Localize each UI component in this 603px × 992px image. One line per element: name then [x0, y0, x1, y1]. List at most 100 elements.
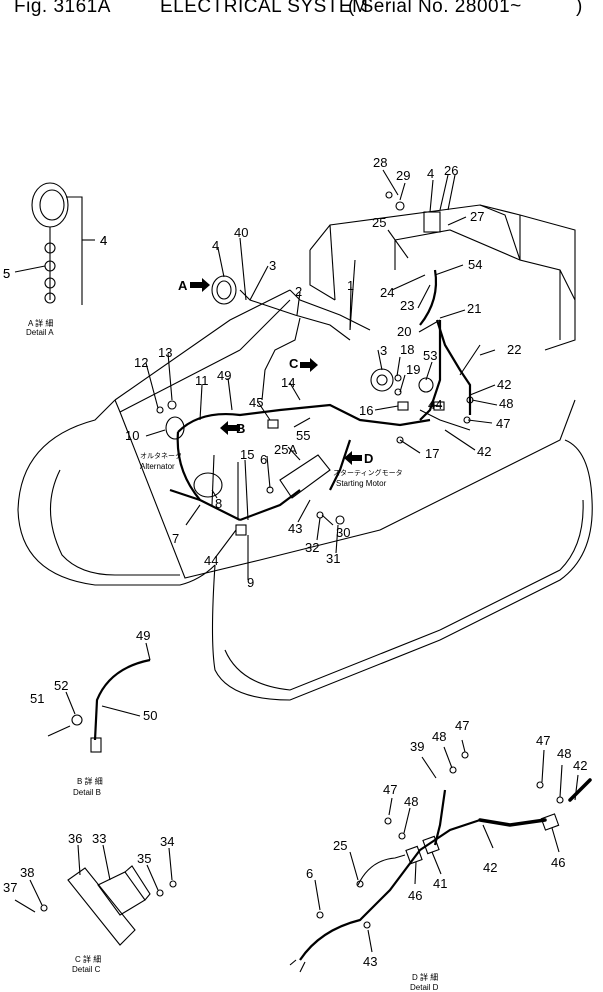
callout: 6 — [306, 866, 313, 881]
callout: 2 — [295, 284, 302, 299]
callout: 22 — [507, 342, 521, 357]
view-arrow-c-icon — [300, 358, 318, 372]
callout: 55 — [296, 428, 310, 443]
starting-motor-label-jp: スターティングモータ — [333, 468, 403, 477]
callout: 43 — [363, 954, 377, 969]
bracket-icon — [67, 867, 136, 946]
figure-number: Fig. 3161A — [14, 0, 111, 17]
view-arrow-c-label: C — [289, 356, 299, 371]
harness-d-right-icon — [478, 818, 547, 827]
callout: 4 — [427, 166, 434, 181]
callout: 15 — [240, 447, 254, 462]
callout: 14 — [281, 375, 295, 390]
view-arrow-b-label: B — [236, 421, 245, 436]
callout: 1 — [347, 278, 354, 293]
detail-d: 47 48 39 47 48 42 47 48 25 6 46 41 42 46… — [289, 718, 592, 992]
callout: 52 — [54, 678, 68, 693]
detail-b-title-en: Detail B — [73, 788, 101, 797]
callout: 43 — [288, 521, 302, 536]
callout: 46 — [551, 855, 565, 870]
detail-c-title-en: Detail C — [72, 965, 101, 974]
callout: 47 — [455, 718, 469, 733]
callout: 19 — [406, 362, 420, 377]
detail-c-title-jp: C 詳 細 — [75, 954, 101, 964]
callout: 44 — [204, 553, 218, 568]
callout: 51 — [30, 691, 44, 706]
callout: 41 — [433, 876, 447, 891]
component-labels: オルタネータ Alternator スターティングモータ Starting Mo… — [140, 451, 403, 488]
machine-outline — [17, 204, 593, 701]
leader-lines-main — [145, 169, 498, 580]
callout: 38 — [20, 865, 34, 880]
detail-d-title-en: Detail D — [410, 983, 439, 992]
alternator-label-jp: オルタネータ — [140, 451, 182, 460]
view-arrow-d-icon — [344, 451, 362, 465]
detail-a-title-en: Detail A — [26, 328, 54, 337]
horn-icon — [370, 368, 394, 392]
callout: 32 — [305, 540, 319, 555]
lamp-top-icon — [423, 211, 441, 233]
serial-number: ( Serial No. 28001~ — [348, 0, 522, 18]
callout: 48 — [499, 396, 513, 411]
work-lamp-icon — [211, 275, 237, 305]
callout: 25 — [333, 838, 347, 853]
callout: 33 — [92, 831, 106, 846]
wire-harness-main — [169, 259, 481, 522]
callout: 54 — [468, 257, 482, 272]
callout: 23 — [400, 298, 414, 313]
serial-close-paren: ) — [576, 0, 583, 17]
detail-a-title-jp: A 詳 細 — [28, 318, 53, 328]
view-arrows: A B C D — [178, 278, 373, 466]
view-arrow-a-icon — [190, 278, 210, 292]
detail-a: 4 5 A 詳 細 Detail A — [3, 182, 107, 337]
callout: 4 — [212, 238, 219, 253]
callout: 25 — [372, 215, 386, 230]
starting-motor-label-en: Starting Motor — [336, 479, 387, 488]
callout: 27 — [470, 209, 484, 224]
lamp-left-icon — [165, 416, 185, 440]
callout: 5 — [3, 266, 10, 281]
callout: 44 — [428, 397, 442, 412]
serial-text: Serial No. 28001~ — [360, 0, 522, 17]
callout: 21 — [467, 301, 481, 316]
callout: 42 — [573, 758, 587, 773]
callout: 28 — [373, 155, 387, 170]
callout: 48 — [404, 794, 418, 809]
figure-title: ELECTRICAL SYSTEM — [160, 0, 369, 17]
callout: 45 — [249, 395, 263, 410]
callout: 5 — [3, 266, 10, 281]
callout: 20 — [397, 324, 411, 339]
callout: 42 — [483, 860, 497, 875]
harness-d-icon — [299, 818, 481, 961]
callout: 29 — [396, 168, 410, 183]
view-arrow-b-icon — [220, 421, 240, 435]
callout: 42 — [497, 377, 511, 392]
callout: 48 — [557, 746, 571, 761]
callout: 8 — [215, 496, 222, 511]
callout: 48 — [432, 729, 446, 744]
callout: 47 — [536, 733, 550, 748]
view-arrow-a-label: A — [178, 278, 188, 293]
callout: 47 — [383, 782, 397, 797]
callout: 16 — [359, 403, 373, 418]
callout: 10 — [125, 428, 139, 443]
callout: 9 — [247, 575, 254, 590]
callout: 17 — [425, 446, 439, 461]
callout: 18 — [400, 342, 414, 357]
callout: 49 — [217, 368, 231, 383]
callout: 13 — [158, 345, 172, 360]
callout: 6 — [260, 452, 267, 467]
components-main — [156, 191, 474, 536]
callout: 35 — [137, 851, 151, 866]
callout: 34 — [160, 834, 174, 849]
callout: 3 — [380, 343, 387, 358]
callout: 3 — [269, 258, 276, 273]
alternator-label-en: Alternator — [140, 462, 175, 471]
callout: 24 — [380, 285, 394, 300]
callout: 50 — [143, 708, 157, 723]
callout: 36 — [68, 831, 82, 846]
callout: 30 — [336, 525, 350, 540]
callout: 39 — [410, 739, 424, 754]
relay-icon — [418, 377, 434, 393]
view-arrow-d-label: D — [364, 451, 373, 466]
